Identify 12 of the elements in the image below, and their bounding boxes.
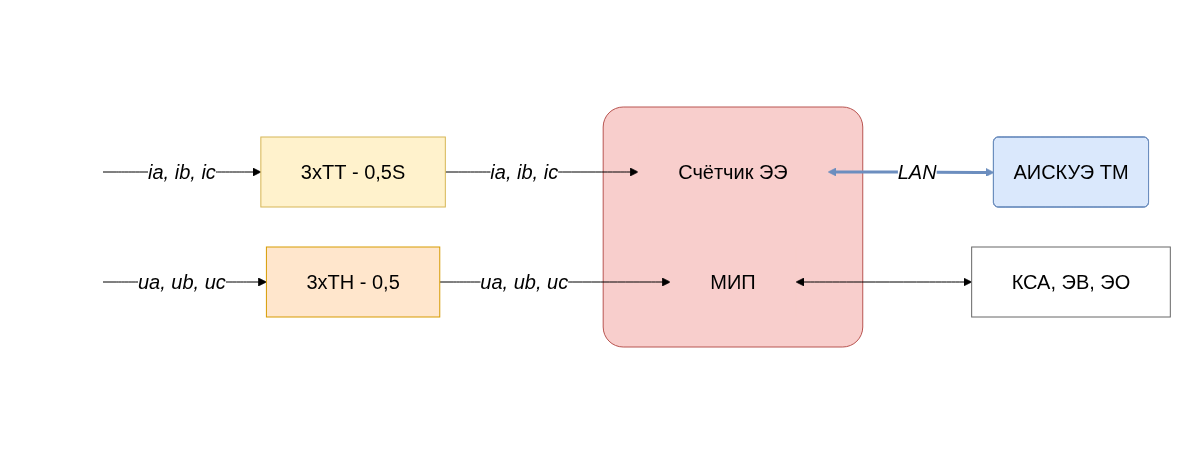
edge-label: ia, ib, ic bbox=[148, 161, 217, 183]
node-text: Счётчик ЭЭ bbox=[678, 161, 789, 183]
node-text: МИП bbox=[710, 271, 757, 293]
cluster bbox=[603, 106, 864, 348]
edge-label: ua, ub, uc bbox=[480, 271, 569, 293]
arrow bbox=[796, 277, 973, 287]
node-box: 3хТН - 0,5 bbox=[266, 246, 441, 318]
node-box: 3хТТ - 0,5S bbox=[260, 136, 447, 208]
node-box: КСА, ЭВ, ЭО bbox=[971, 246, 1172, 318]
edge-label: ua, ub, uc bbox=[138, 271, 227, 293]
edge-label: ia, ib, ic bbox=[490, 161, 559, 183]
edge-label: LAN bbox=[898, 161, 937, 183]
